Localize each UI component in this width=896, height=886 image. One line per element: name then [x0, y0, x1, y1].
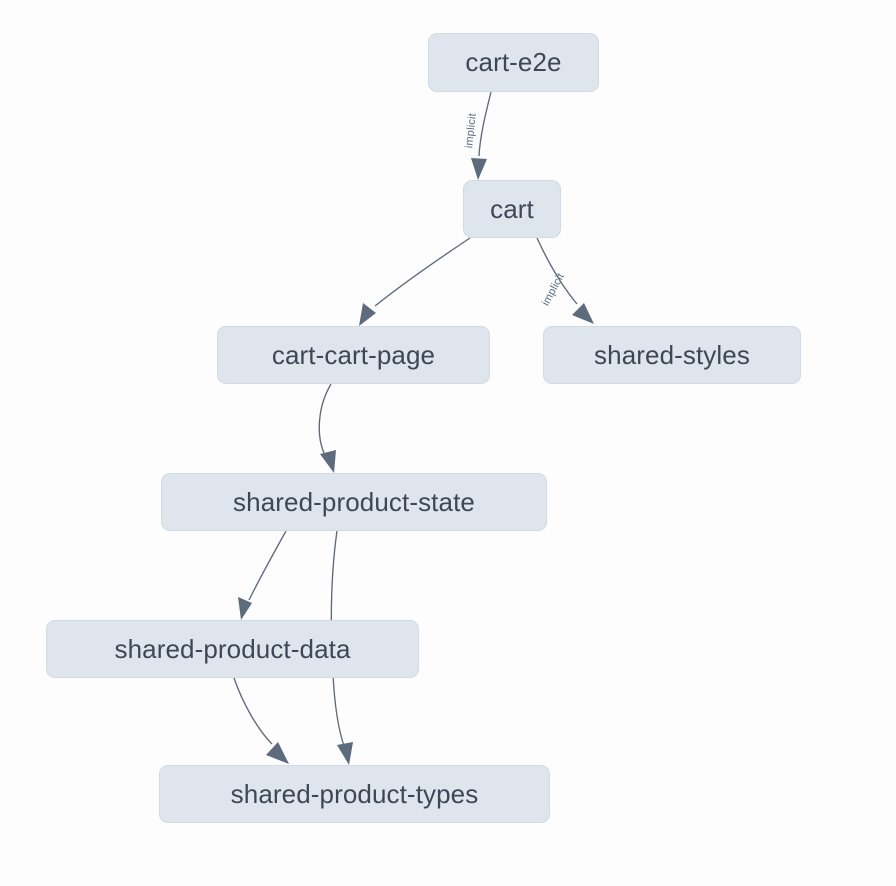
edge-path — [536, 237, 578, 305]
edge-label-implicit-cart-e2e: implicit — [463, 113, 479, 149]
edge-path — [248, 530, 287, 601]
edge-label-implicit-shared-styles: implicit — [540, 271, 567, 308]
edge-arrowhead — [320, 450, 336, 473]
edge-path — [318, 383, 332, 454]
edge-cart-to-cart-cart-page — [359, 237, 471, 326]
node-label: shared-product-state — [233, 486, 475, 517]
edge-arrowhead — [572, 303, 594, 324]
edge-cart-e2e-to-cart — [471, 91, 492, 180]
edge-shared-product-state-to-shared-product-data — [238, 530, 287, 620]
node-shared-styles[interactable]: shared-styles — [543, 326, 801, 384]
node-label: cart-cart-page — [271, 339, 436, 370]
edge-arrowhead — [337, 742, 353, 765]
node-label: shared-styles — [594, 339, 750, 370]
edge-path — [374, 237, 471, 307]
node-cart[interactable]: cart — [463, 180, 561, 238]
node-shared-product-types[interactable]: shared-product-types — [159, 765, 550, 823]
edge-cart-to-shared-styles — [536, 237, 594, 324]
node-cart-cart-page[interactable]: cart-cart-page — [217, 326, 490, 384]
edge-path — [233, 677, 273, 745]
node-cart-e2e[interactable]: cart-e2e — [428, 33, 599, 92]
node-shared-product-state[interactable]: shared-product-state — [161, 473, 547, 531]
edge-cart-cart-page-to-shared-product-state — [318, 383, 336, 473]
edge-path — [478, 91, 492, 157]
node-label: cart-e2e — [465, 47, 562, 77]
edge-arrowhead — [238, 597, 252, 620]
edge-arrowhead — [471, 158, 487, 180]
node-label: cart — [490, 193, 534, 224]
node-shared-product-data[interactable]: shared-product-data — [46, 620, 419, 678]
node-label: shared-product-types — [230, 778, 479, 809]
edge-shared-product-data-to-shared-product-types — [233, 677, 289, 764]
edge-arrowhead — [359, 303, 376, 326]
edge-arrowhead — [266, 742, 289, 764]
node-label: shared-product-data — [114, 633, 351, 664]
